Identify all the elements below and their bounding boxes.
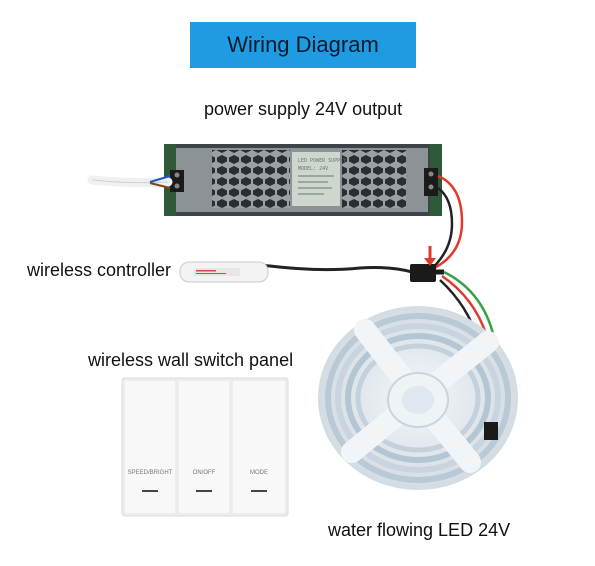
- arrow-down-icon: [424, 246, 436, 266]
- ac-input-cable: [87, 175, 173, 189]
- label-power-supply: power supply 24V output: [204, 99, 403, 119]
- power-supply-unit: LED POWER SUPPLY MODEL: 24V: [164, 144, 442, 216]
- label-wall-switch-panel: wireless wall switch panel: [88, 350, 294, 370]
- wall-switch-panel: SPEED/BRIGHT ON/OFF MODE: [121, 377, 289, 517]
- label-wireless-controller: wireless controller: [27, 260, 172, 280]
- diagram-title: Wiring Diagram: [190, 22, 416, 68]
- switch-button-onoff-label: ON/OFF: [193, 470, 216, 476]
- dc-output-wires: [427, 174, 464, 273]
- label-led-strip: water flowing LED 24V: [328, 520, 511, 540]
- psu-label-line2: MODEL: 24V: [298, 166, 328, 172]
- wireless-controller-device: [179, 261, 444, 283]
- led-strip-reel: [318, 306, 518, 490]
- switch-button-mode-label: MODE: [250, 470, 268, 476]
- switch-button-speed-label: SPEED/BRIGHT: [128, 470, 173, 476]
- psu-label-line1: LED POWER SUPPLY: [298, 158, 346, 164]
